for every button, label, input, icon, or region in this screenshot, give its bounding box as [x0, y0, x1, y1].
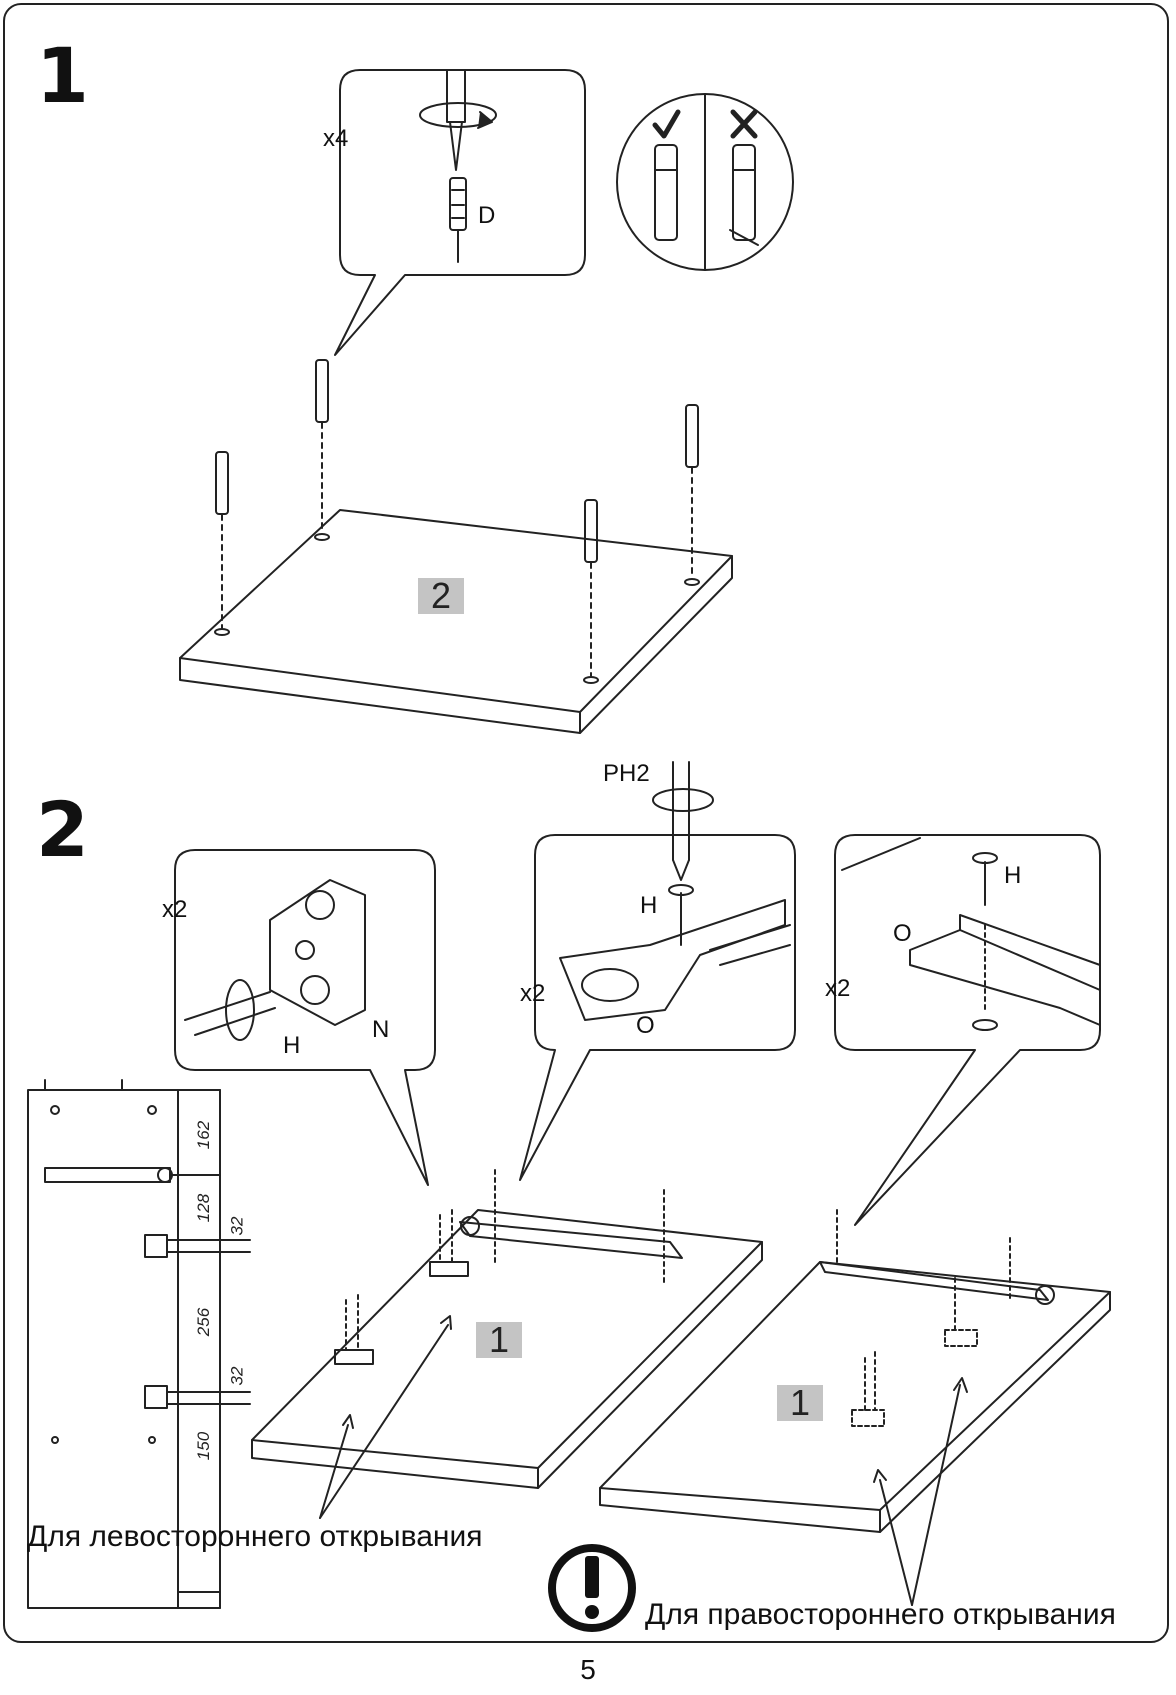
dimension-32-upper: 32: [227, 1216, 247, 1236]
panel-1-right-tag: 1: [777, 1385, 823, 1421]
exclamation-icon: [548, 1544, 636, 1632]
drawer-slide: [459, 1221, 683, 1259]
check-icon: [652, 109, 681, 139]
dowel-2: [314, 359, 330, 541]
dowel-callout-bubble: [334, 69, 586, 356]
hinge-callout-bubble: [174, 849, 436, 1186]
hinge-plate-letter: N: [372, 1016, 390, 1043]
slide-callout-bubble: [519, 834, 796, 1181]
dowel-incorrect: [729, 144, 759, 246]
screw-guides-right: [836, 1209, 1011, 1411]
hinge-plate-icon: [269, 879, 366, 1026]
slide-plate-icon: [559, 899, 791, 1021]
arrows-right: [873, 1377, 968, 1606]
dowel-3: [583, 499, 599, 684]
slide-part-letter: O: [636, 1012, 655, 1039]
dowel-correct: [654, 144, 678, 241]
step-1-number: 1: [36, 31, 89, 120]
panel-2-tag: 2: [418, 578, 464, 614]
dowel-quantity-label: x4: [323, 125, 349, 152]
page-frame: [3, 3, 1169, 1643]
rail-quantity-label: x2: [825, 975, 851, 1002]
drawer-rail: [819, 1261, 1049, 1301]
dimension-150: 150: [194, 1431, 214, 1461]
screwdriver-icon: [184, 979, 276, 1041]
hinge-quantity-label: x2: [162, 896, 188, 923]
screw-h-icon: [668, 884, 694, 946]
page-number: 5: [580, 1654, 596, 1685]
right-opening-caption: Для правостороннего открывания: [645, 1598, 1116, 1631]
rail-callout-bubble: [834, 834, 1101, 1226]
dowel-1: [214, 451, 230, 636]
dimension-162: 162: [194, 1120, 214, 1150]
dowel-4: [684, 404, 700, 586]
arrows-left: [319, 1315, 452, 1519]
slide-quantity-label: x2: [520, 980, 546, 1007]
dimension-256: 256: [194, 1307, 214, 1337]
dimension-32-lower: 32: [227, 1366, 247, 1386]
screw-guides-left: [345, 1169, 665, 1351]
screwdriver-icon: [652, 761, 714, 881]
cross-icon: [730, 109, 758, 139]
rail-part-letter: O: [893, 920, 912, 947]
panel-1-left-tag: 1: [476, 1322, 522, 1358]
dimension-128: 128: [194, 1193, 214, 1223]
hinge-screw-letter: H: [283, 1032, 301, 1059]
tool-label: PH2: [603, 760, 650, 787]
side-panel-drawing: [27, 1079, 251, 1609]
left-opening-caption: Для левостороннего открывания: [27, 1520, 483, 1553]
screw-h-icon: [972, 852, 998, 906]
dowel-d-icon: [449, 177, 467, 263]
rail-icon: [909, 914, 1101, 1031]
step-2-number: 2: [36, 785, 89, 874]
panel-2: [179, 509, 733, 734]
panel-1-left: [251, 1209, 763, 1489]
screwdriver-icon: [419, 69, 497, 171]
slide-screw-letter: H: [640, 892, 658, 919]
panel-1-right: [599, 1261, 1111, 1533]
rail-screw-letter: H: [1004, 862, 1022, 889]
dowel-part-letter: D: [478, 202, 496, 229]
